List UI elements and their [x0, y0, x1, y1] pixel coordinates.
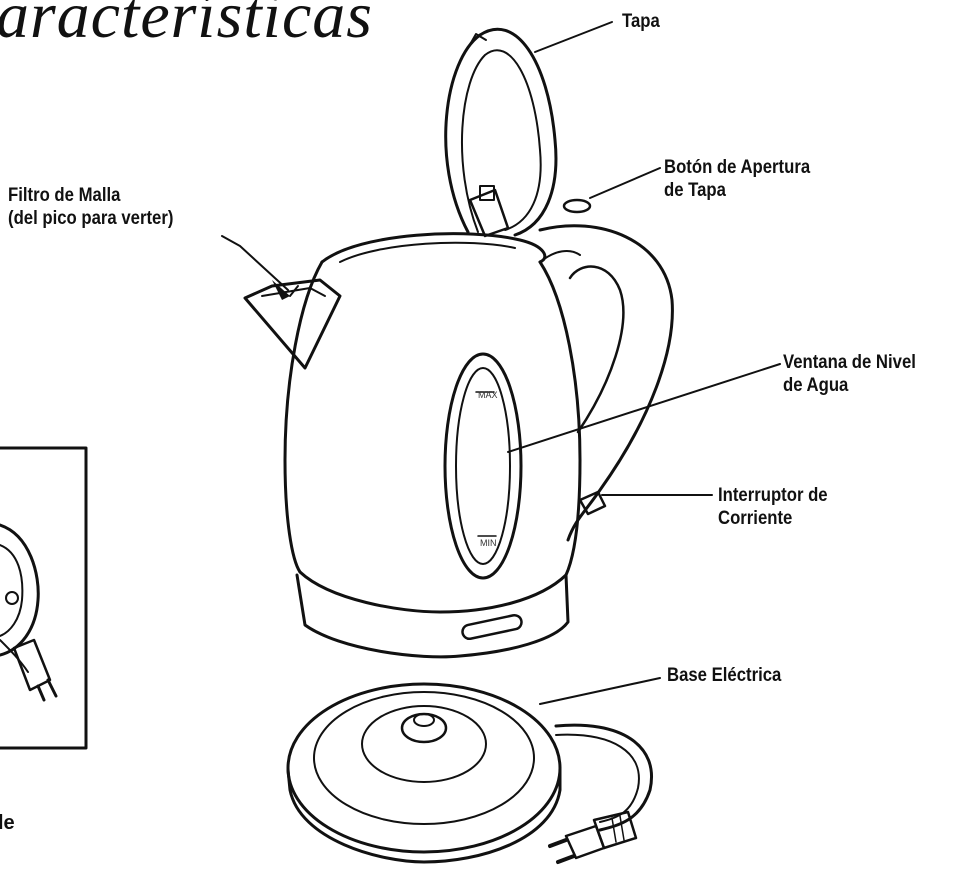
- lid-hinge: [468, 185, 510, 238]
- label-lid: Tapa: [622, 11, 660, 32]
- power-plug: [548, 810, 638, 864]
- cord-storage-inset: [0, 446, 88, 750]
- label-lid-release: Botón de Apertura de Tapa: [664, 157, 811, 201]
- label-power-switch: Interruptor de Corriente: [718, 485, 828, 529]
- electric-base: [286, 682, 562, 864]
- label-mesh-filter: Filtro de Malla (del pico para verter): [8, 185, 174, 229]
- label-water-window: Ventana de Nivel de Agua: [783, 352, 916, 396]
- max-mark: MAX: [478, 390, 498, 400]
- filter-arrowhead: [272, 280, 290, 300]
- kettle-body: [283, 260, 582, 659]
- lid: [444, 27, 558, 237]
- handle: [538, 224, 674, 542]
- inset-plug: [12, 638, 58, 702]
- min-mark: MIN: [480, 538, 497, 548]
- page-title: aracterísticas: [0, 0, 373, 52]
- power-switch: [578, 490, 607, 516]
- water-level-window: [443, 352, 523, 580]
- label-base: Base Eléctrica: [667, 665, 782, 686]
- leader-lines: [221, 21, 781, 705]
- power-cord: [554, 723, 653, 832]
- inset-caption: le: [0, 812, 15, 834]
- lid-release-button: [562, 198, 592, 214]
